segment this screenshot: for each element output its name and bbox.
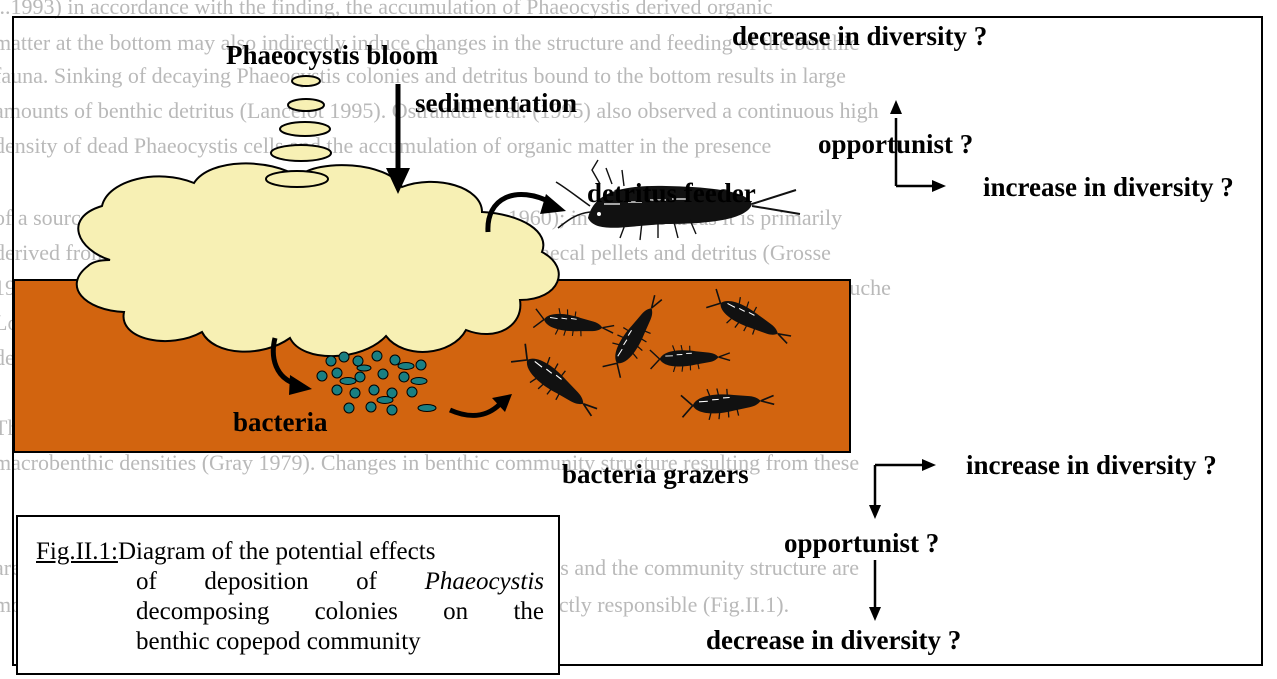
bacteria-label: bacteria [233, 407, 327, 438]
caption-body: Diagram of the potential effects [118, 537, 435, 567]
arrow-right-icon [922, 459, 936, 471]
figure-caption: Fig.II.1: Diagram of the potential effec… [16, 515, 560, 675]
sinking-colony [280, 122, 330, 136]
opportunist-top-label: opportunist ? [818, 129, 973, 160]
arrow-up-icon [890, 100, 902, 114]
bacteria-grazers-label: bacteria grazers [562, 459, 749, 490]
caption-line: of deposition of Phaeocystis [136, 567, 544, 597]
increase-diversity-top-label: increase in diversity ? [983, 172, 1234, 203]
sedimentation-label: sedimentation [415, 88, 577, 119]
decrease-diversity-top-label: decrease in diversity ? [732, 21, 987, 52]
caption-genus-name: Phaeocystis [425, 568, 544, 595]
decrease-diversity-bottom-label: decrease in diversity ? [706, 625, 961, 656]
arrow-down-icon [869, 505, 881, 519]
detritus-cloud [77, 163, 559, 356]
increase-diversity-bottom-label: increase in diversity ? [966, 450, 1217, 481]
sinking-colony [271, 145, 331, 161]
caption-line: benthic copepod community [136, 627, 544, 657]
detritus-feeder-label: detritus feeder [587, 178, 756, 209]
phaeocystis-bloom-label: Phaeocystis bloom [226, 40, 438, 71]
caption-continuation: of deposition of Phaeocystis decomposing… [36, 567, 544, 657]
arrow-right-icon [932, 180, 946, 192]
caption-line: decomposing colonies on the [136, 597, 544, 627]
sinking-colony [292, 76, 320, 86]
sinking-colony [288, 99, 324, 111]
opportunist-bottom-label: opportunist ? [784, 528, 939, 559]
caption-figure-number: Fig.II.1: [36, 537, 118, 567]
caption-line: Diagram of the potential effects [118, 537, 435, 567]
sinking-colony [266, 171, 328, 187]
arrow-down-icon [869, 607, 881, 621]
